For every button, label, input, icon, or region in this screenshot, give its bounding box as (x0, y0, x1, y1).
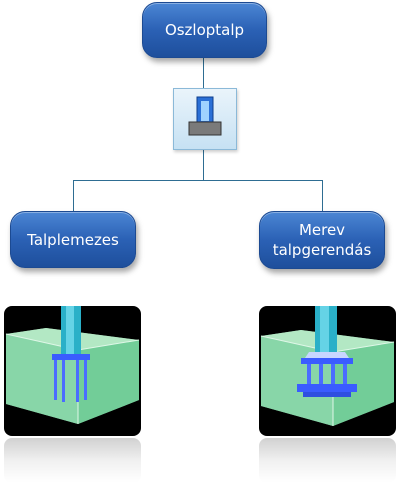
rigid-base-render-graphic (260, 306, 395, 426)
rigid-base-render-reflection (259, 438, 396, 483)
base-plate-render-graphic (5, 306, 140, 424)
child-node-talplemezes[interactable]: Talplemezes (10, 211, 136, 268)
connector-to-left-child (73, 180, 74, 212)
connector-root-to-icon (203, 58, 204, 88)
base-plate-render-reflection (4, 438, 141, 483)
child-node-merev-talpgerendas[interactable]: Merev talpgerendás (259, 211, 385, 269)
column-base-icon (173, 88, 237, 150)
column-base-icon-graphic (188, 96, 222, 136)
connector-to-right-child (322, 180, 323, 212)
child-node-label-left: Talplemezes (27, 230, 119, 249)
base-plate-column-render (4, 306, 141, 436)
root-node-oszloptalp[interactable]: Oszloptalp (142, 2, 267, 58)
connector-icon-to-bar (203, 149, 204, 180)
root-node-label: Oszloptalp (164, 21, 245, 39)
child-node-label-right: Merev talpgerendás (272, 221, 372, 259)
connector-horizontal-bar (73, 180, 323, 181)
rigid-base-beam-column-render (259, 306, 396, 436)
